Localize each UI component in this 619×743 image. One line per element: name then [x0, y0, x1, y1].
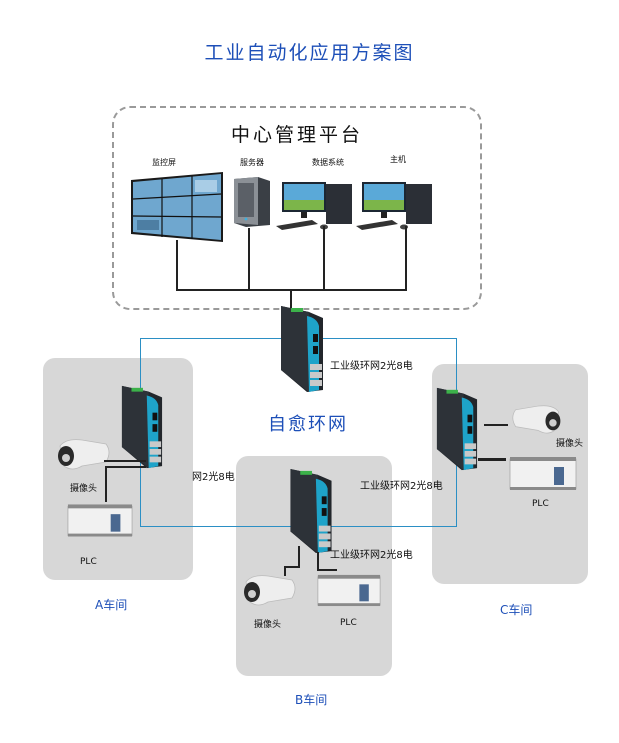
plc-a-icon — [66, 500, 134, 540]
plc-c-icon — [508, 452, 578, 494]
core-switch-icon[interactable] — [277, 304, 327, 394]
switch-b-icon[interactable] — [286, 467, 336, 555]
wire — [317, 569, 337, 571]
wire — [317, 552, 319, 570]
monitor-wall-icon — [131, 172, 223, 242]
monitor-wall-label: 监控屏 — [152, 158, 176, 167]
camera-a-icon — [52, 436, 112, 476]
switch-a-icon[interactable] — [116, 384, 168, 470]
wire — [284, 566, 286, 576]
camera-c-icon — [512, 405, 561, 434]
workshop-b-label: B车间 — [295, 693, 328, 707]
wire — [248, 228, 250, 290]
switch-b-upper-label: 工业级环网2光8电 — [360, 481, 443, 492]
workshop-a-area — [43, 358, 193, 580]
workshop-a-label: A车间 — [95, 598, 128, 612]
wire — [478, 458, 506, 461]
data-system-label: 数据系统 — [312, 158, 344, 167]
switch-c-icon[interactable] — [431, 386, 483, 472]
plc-b-icon — [316, 570, 382, 610]
wire — [284, 566, 300, 568]
host-pc-icon — [356, 180, 436, 232]
wire — [104, 460, 146, 462]
host-label: 主机 — [390, 155, 406, 164]
core-switch-label: 工业级环网2光8电 — [330, 361, 413, 372]
switch-a-label: 网2光8电 — [192, 472, 235, 483]
ring-label: 自愈环网 — [268, 414, 348, 435]
server-icon — [234, 177, 270, 227]
camera-b-icon — [238, 572, 298, 612]
wire — [176, 240, 178, 290]
plc-a-label: PLC — [80, 557, 97, 567]
plc-c-label: PLC — [532, 499, 549, 509]
wire — [405, 226, 407, 290]
diagram-title: 工业自动化应用方案图 — [204, 42, 415, 64]
workshop-c-label: C车间 — [500, 603, 533, 617]
server-label: 服务器 — [240, 158, 264, 167]
camera-c-label: 摄像头 — [556, 439, 584, 449]
plc-b-label: PLC — [340, 618, 357, 628]
camera-a-label: 摄像头 — [70, 484, 98, 494]
wire — [323, 226, 325, 290]
wire — [106, 466, 146, 468]
camera-b-label: 摄像头 — [254, 620, 282, 630]
uplink-wire — [290, 289, 292, 309]
data-system-pc-icon — [276, 180, 356, 232]
wire — [105, 466, 107, 502]
wire — [484, 424, 508, 426]
switch-b-label: 工业级环网2光8电 — [330, 550, 413, 561]
center-platform-title: 中心管理平台 — [230, 124, 363, 146]
wire — [298, 546, 300, 566]
